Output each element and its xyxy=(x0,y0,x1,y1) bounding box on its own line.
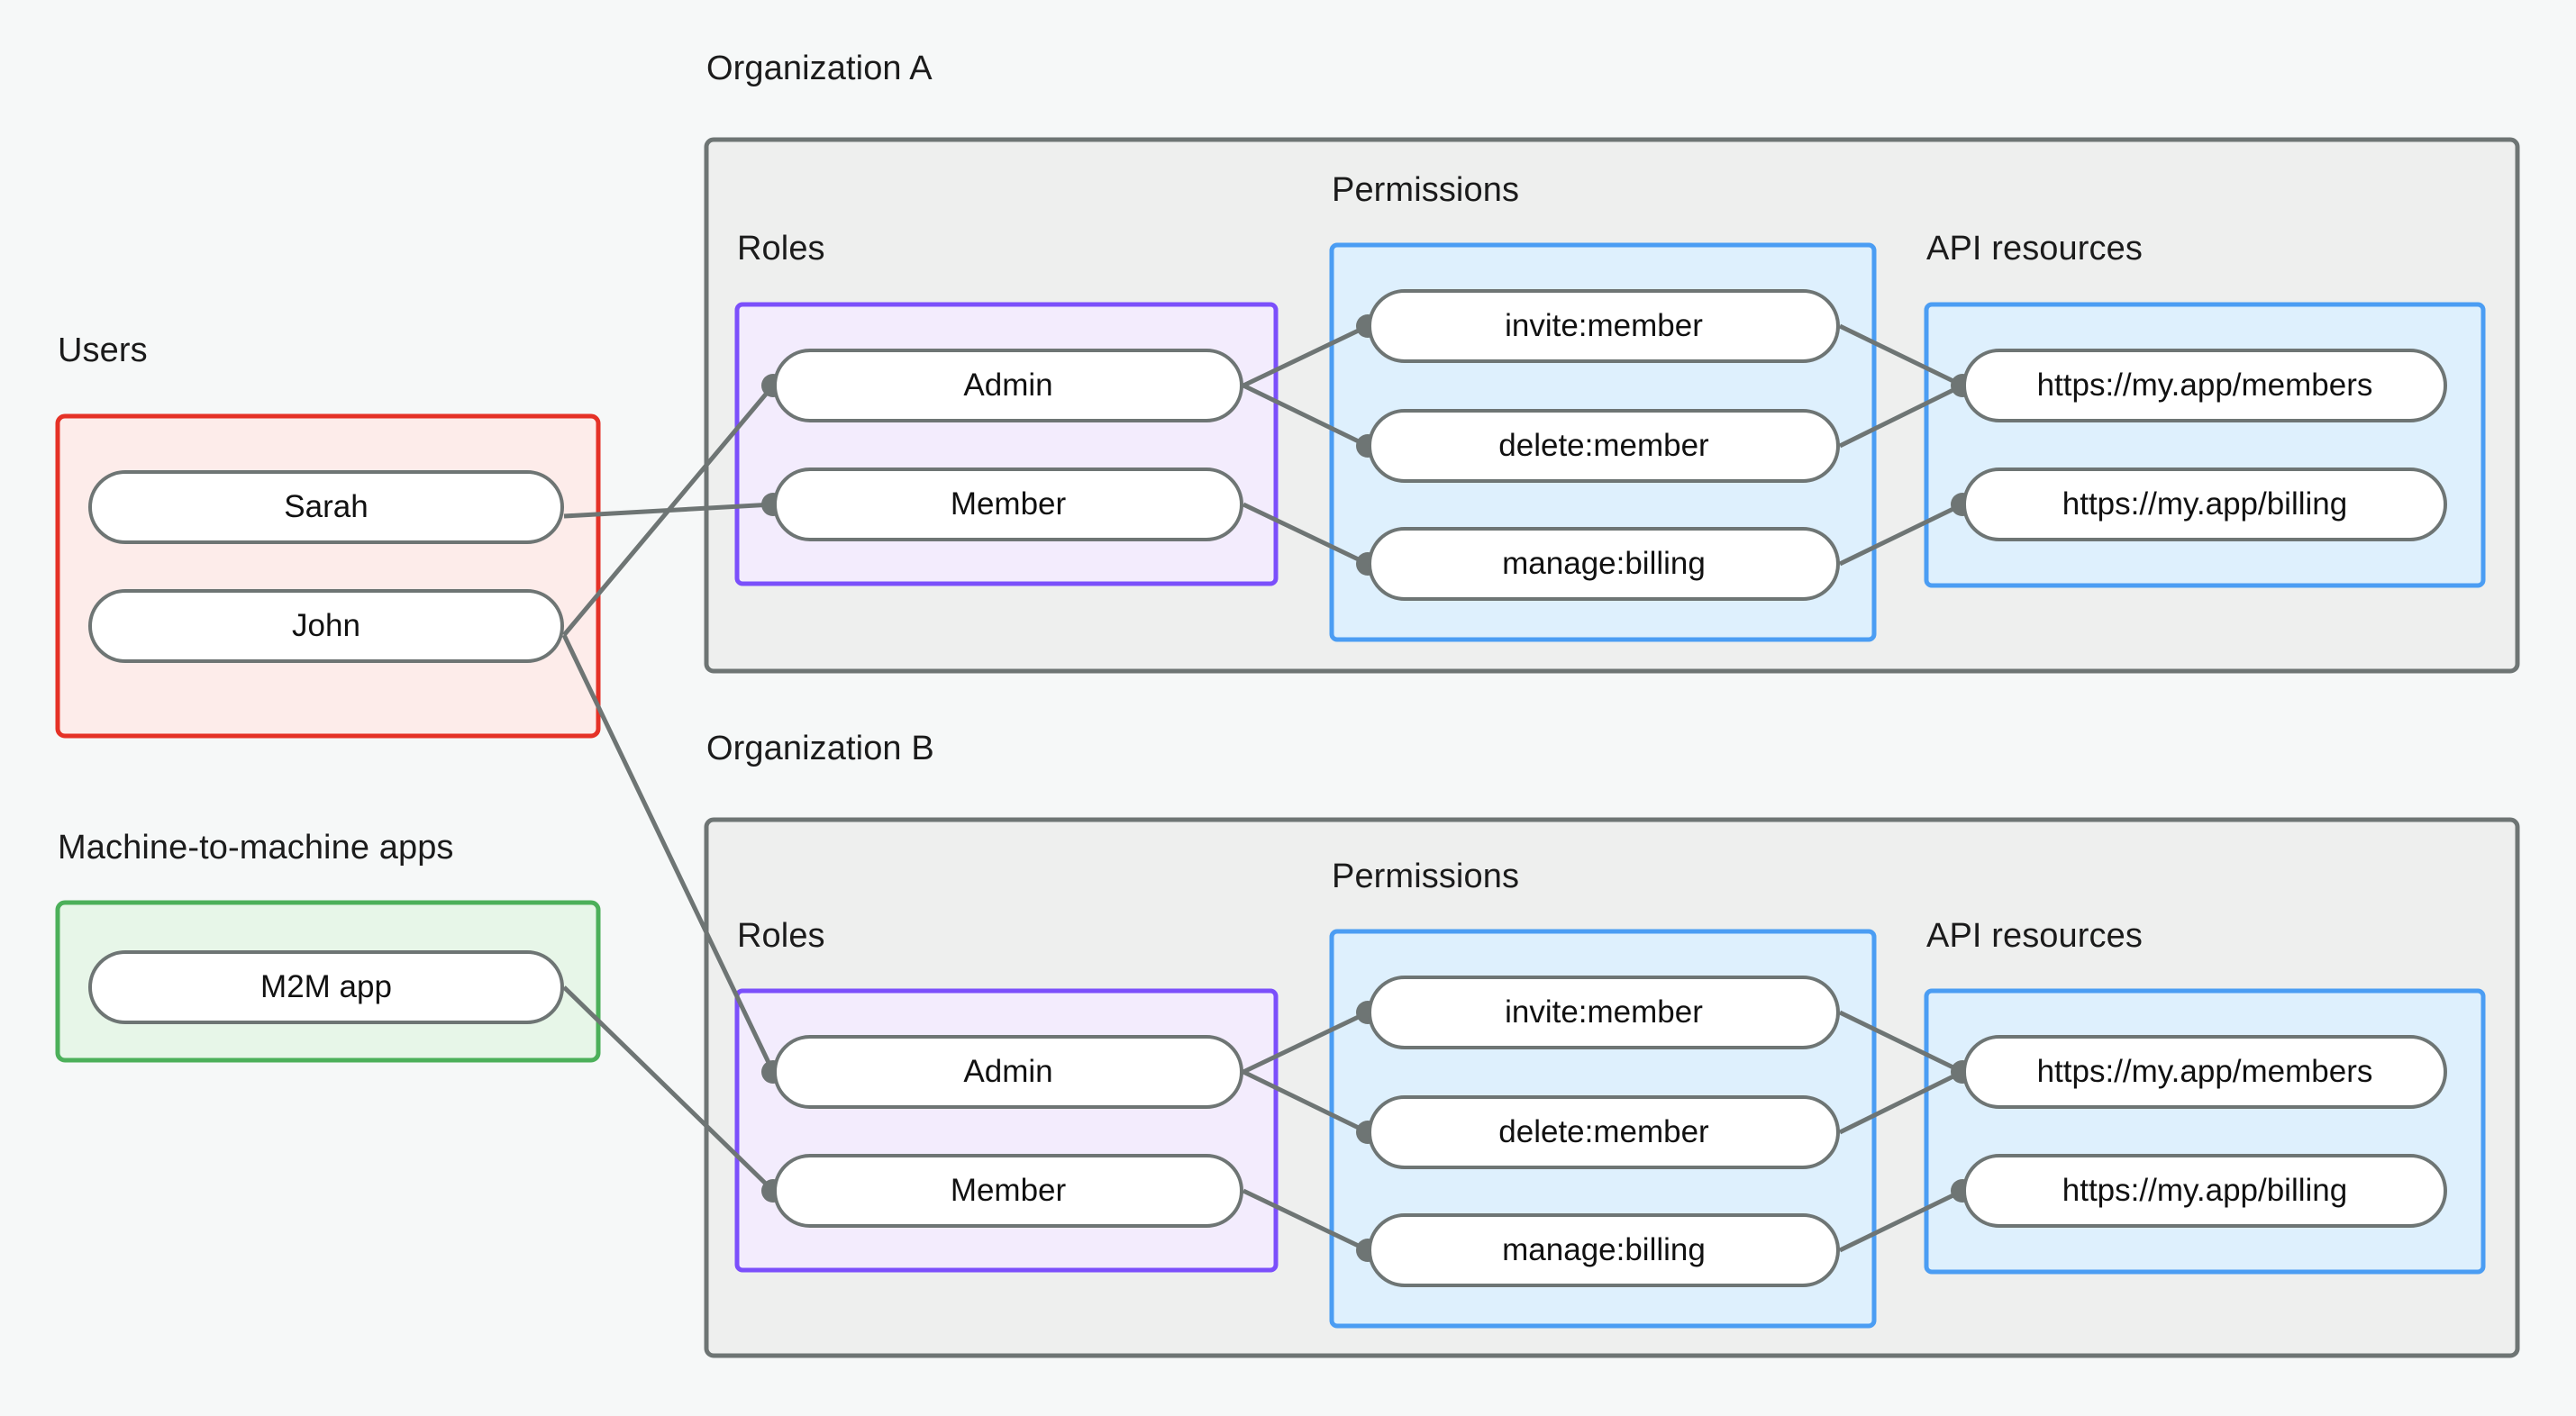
roles-label-a: Roles xyxy=(737,230,825,268)
api-resource-node-label: https://my.app/billing xyxy=(2062,1173,2348,1208)
permission-node-a-invite[interactable]: invite:member xyxy=(1368,289,1840,363)
api-resources-label-a: API resources xyxy=(1926,230,2143,268)
edge-b-billing-billing xyxy=(1838,1188,1964,1253)
api-resource-node-label: https://my.app/members xyxy=(2036,368,2373,403)
role-node-label: Member xyxy=(950,1173,1067,1208)
permission-node-label: delete:member xyxy=(1498,428,1709,463)
permission-node-a-delete[interactable]: delete:member xyxy=(1368,409,1840,483)
user-node-label: Sarah xyxy=(284,489,369,524)
user-node-john[interactable]: John xyxy=(88,589,564,663)
role-node-label: Admin xyxy=(963,1054,1053,1089)
permission-node-b-delete[interactable]: delete:member xyxy=(1368,1095,1840,1169)
permission-node-b-billing[interactable]: manage:billing xyxy=(1368,1213,1840,1287)
edge-a-billing-billing xyxy=(1838,502,1964,567)
org-a-label: Organization A xyxy=(706,50,933,87)
m2m-node-label: M2M app xyxy=(260,969,392,1004)
edge-b-invite-members xyxy=(1838,1010,1964,1075)
org-b-label: Organization B xyxy=(706,730,934,767)
edge-b-admin-delete xyxy=(1242,1069,1370,1135)
role-node-label: Member xyxy=(950,486,1067,522)
edge-b-admin-invite xyxy=(1242,1010,1370,1075)
role-node-label: Admin xyxy=(963,368,1053,403)
permission-node-label: manage:billing xyxy=(1502,1232,1706,1267)
edge-b-delete-members xyxy=(1838,1069,1964,1135)
m2m-node-m2m-app[interactable]: M2M app xyxy=(88,950,564,1024)
edge-john-admin-b xyxy=(561,633,776,1074)
m2m-group-label: Machine-to-machine apps xyxy=(58,829,454,867)
permission-node-a-billing[interactable]: manage:billing xyxy=(1368,527,1840,601)
edge-a-invite-members xyxy=(1838,323,1964,388)
permission-node-label: invite:member xyxy=(1505,994,1703,1030)
roles-label-b: Roles xyxy=(737,917,825,955)
api-resource-node-label: https://my.app/members xyxy=(2036,1054,2373,1089)
permissions-label-a: Permissions xyxy=(1332,171,1520,209)
users-group-label: Users xyxy=(58,331,148,369)
api-resource-node-a-members[interactable]: https://my.app/members xyxy=(1962,349,2447,422)
permission-node-label: invite:member xyxy=(1505,308,1703,343)
edge-lines xyxy=(561,323,1964,1253)
edge-a-admin-invite xyxy=(1242,323,1370,388)
api-resources-label-b: API resources xyxy=(1926,917,2143,955)
permission-node-label: manage:billing xyxy=(1502,546,1706,581)
edge-john-admin-a xyxy=(562,384,775,637)
edge-a-member-billing xyxy=(1242,502,1370,567)
permission-node-b-invite[interactable]: invite:member xyxy=(1368,976,1840,1049)
user-node-sarah[interactable]: Sarah xyxy=(88,470,564,544)
api-resource-node-a-billing[interactable]: https://my.app/billing xyxy=(1962,467,2447,541)
permission-node-label: delete:member xyxy=(1498,1114,1709,1149)
role-node-a-admin[interactable]: Admin xyxy=(773,349,1243,422)
edge-a-admin-delete xyxy=(1242,383,1370,449)
role-node-a-member[interactable]: Member xyxy=(773,467,1243,541)
role-node-b-member[interactable]: Member xyxy=(773,1154,1243,1228)
edge-m2m-member-b xyxy=(562,985,775,1193)
edge-b-member-billing xyxy=(1242,1188,1370,1253)
user-node-label: John xyxy=(292,608,360,643)
api-resource-node-label: https://my.app/billing xyxy=(2062,486,2348,522)
edge-a-delete-members xyxy=(1838,383,1964,449)
permissions-label-b: Permissions xyxy=(1332,858,1520,895)
role-node-b-admin[interactable]: Admin xyxy=(773,1035,1243,1109)
api-resource-node-b-members[interactable]: https://my.app/members xyxy=(1962,1035,2447,1109)
api-resource-node-b-billing[interactable]: https://my.app/billing xyxy=(1962,1154,2447,1228)
